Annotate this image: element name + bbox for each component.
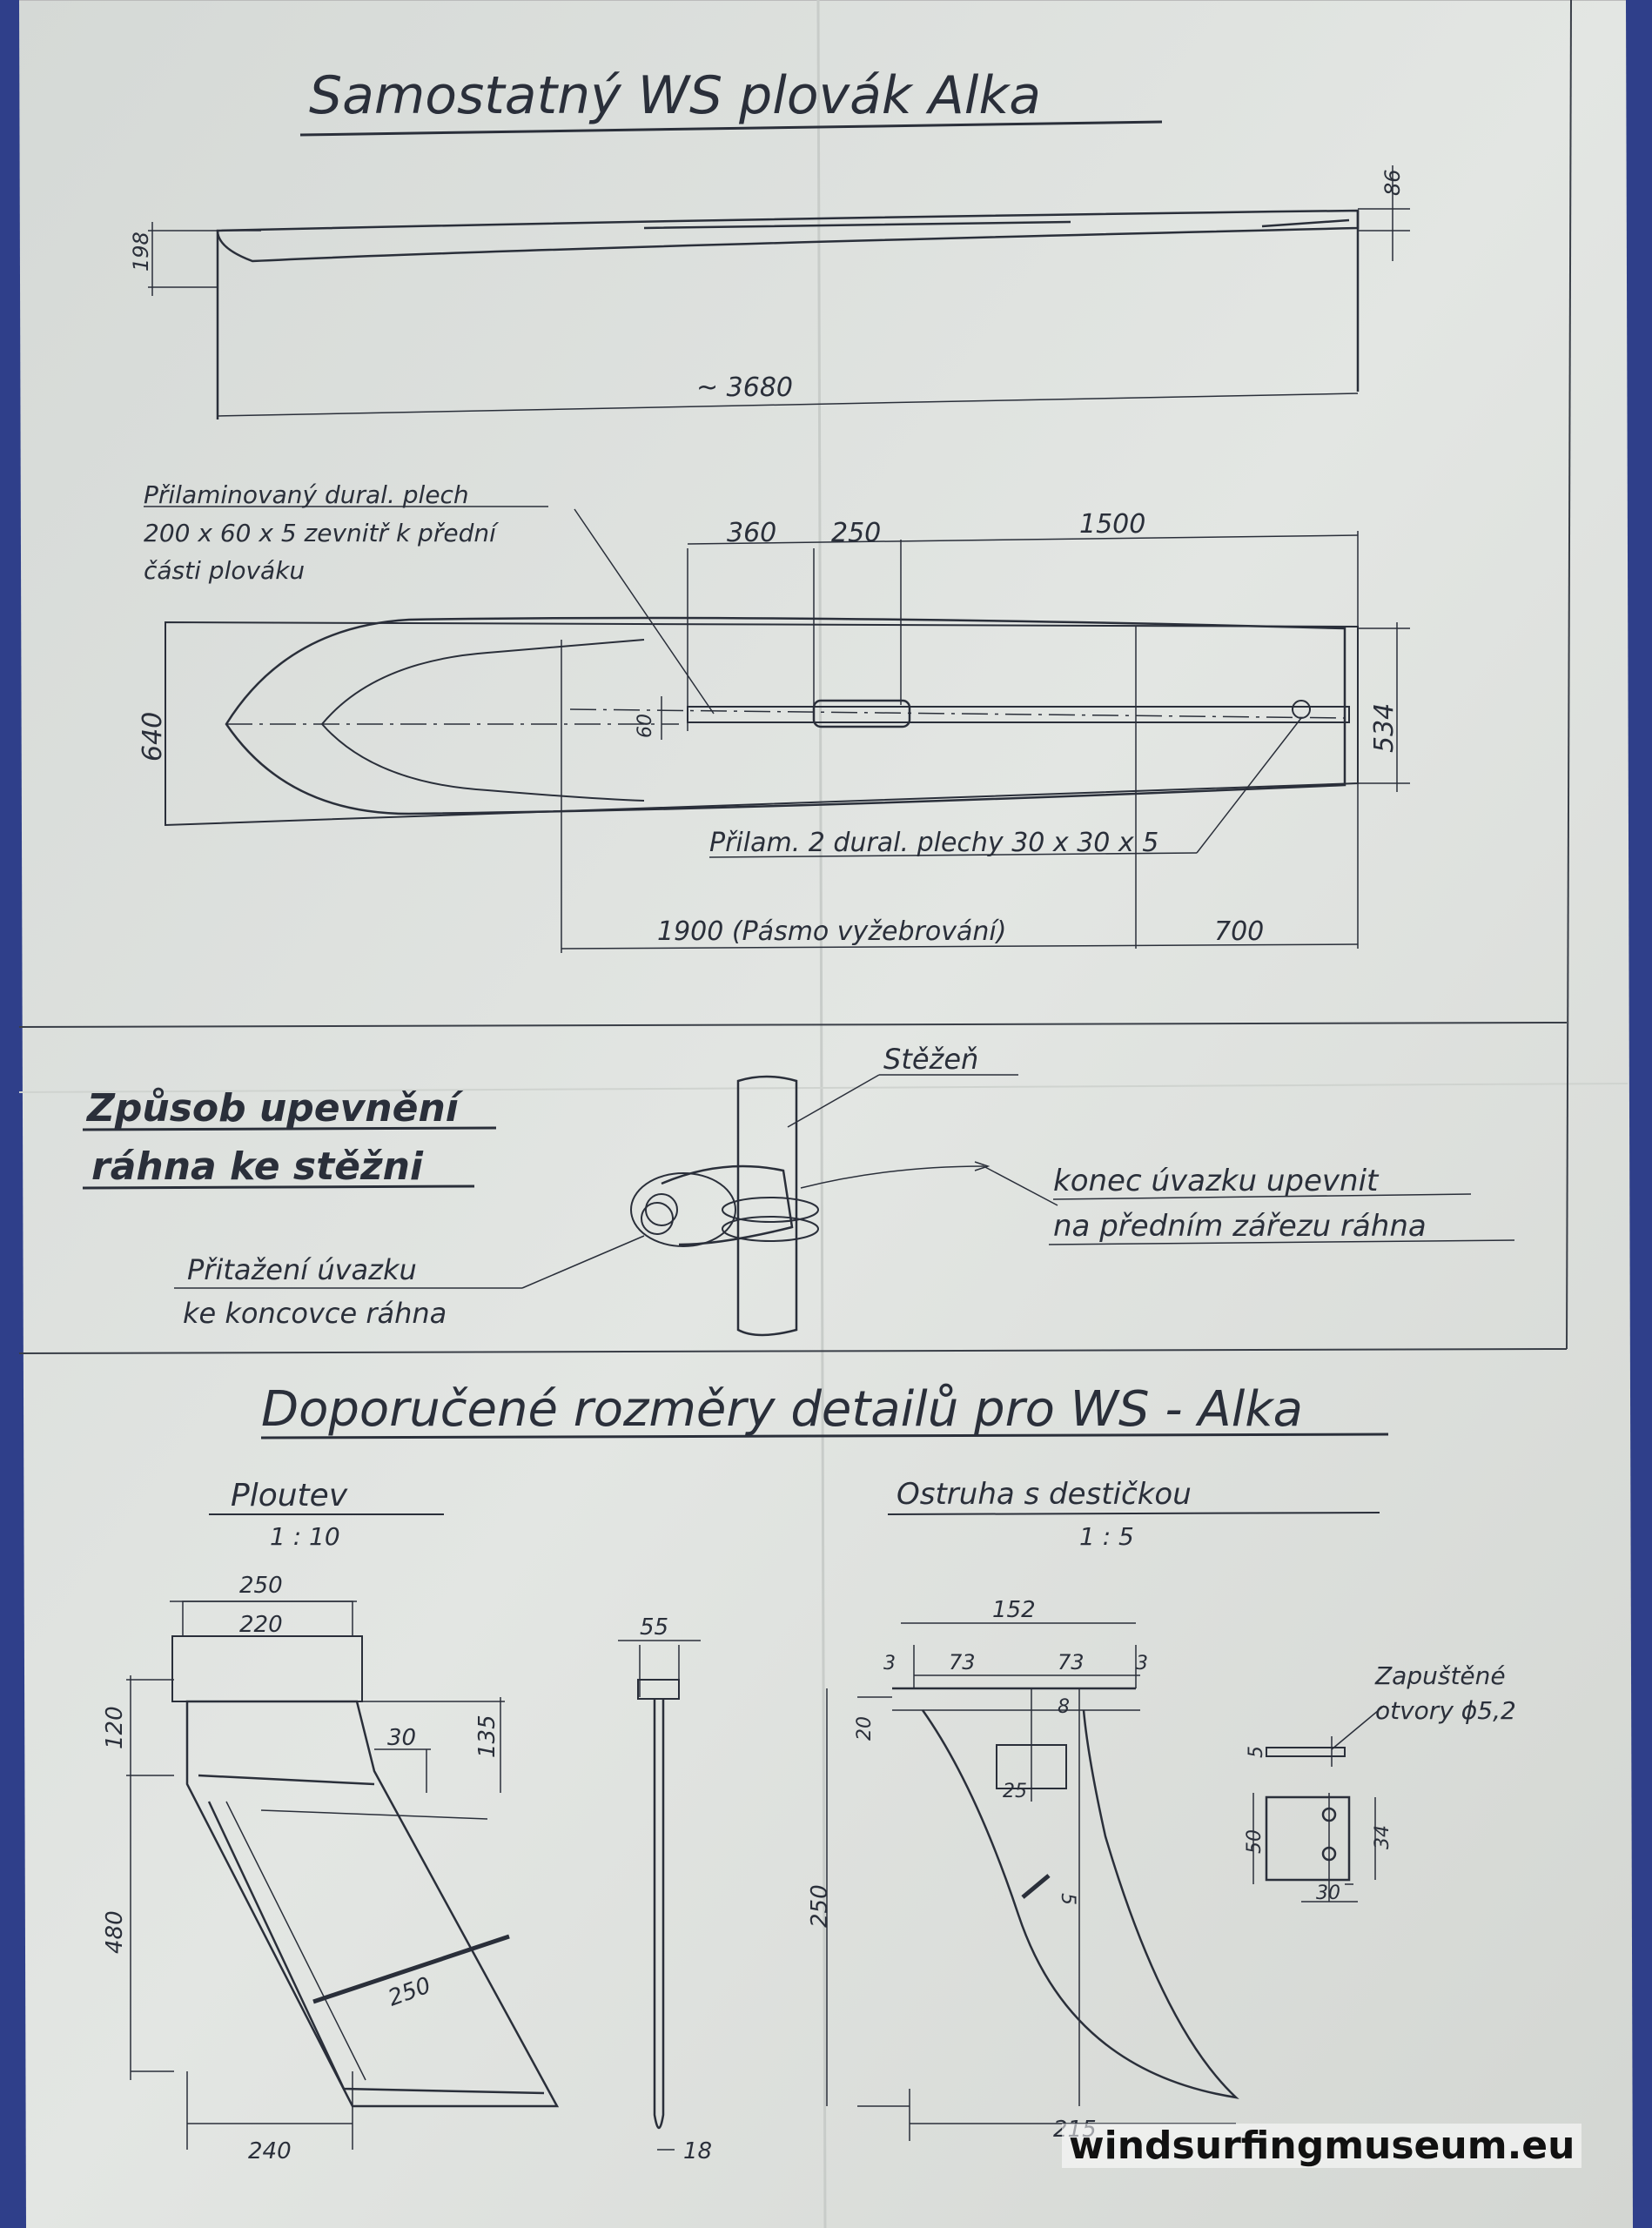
plan-tail-width-label: 534: [1369, 703, 1400, 753]
drawing-title: Samostatný WS plovák Alka: [309, 65, 1041, 126]
fin-title: Ploutev: [231, 1478, 348, 1513]
mount-title-line-1: Způsob upevnění: [85, 1086, 464, 1131]
mount-left-note-line-1: Přitažení úvazku: [187, 1253, 417, 1286]
holes-note-line-2: otvory ϕ5,2: [1375, 1696, 1516, 1725]
section-divider: [18, 1348, 1568, 1354]
fin-dim-240: 240: [248, 2138, 292, 2164]
skeg-dim-25: 25: [1003, 1781, 1027, 1802]
side-view-outline: [148, 165, 1410, 419]
skeg-dim-8: 8: [1058, 1696, 1070, 1718]
holes-note-line-1: Zapuštěné: [1374, 1661, 1506, 1690]
fin-dim-135: 135: [474, 1715, 500, 1758]
plan-view-outline: [165, 508, 1410, 953]
fin-dim-250: 250: [239, 1573, 283, 1599]
side-length-label: ~ 3680: [696, 372, 793, 403]
plate-dim-34: 34: [1372, 1825, 1393, 1849]
skeg-dim-73a: 73: [949, 1650, 976, 1674]
plates-note: Přilam. 2 dural. plechy 30 x 30 x 5: [709, 828, 1158, 858]
skeg-dim-20: 20: [854, 1716, 876, 1741]
mast-boom-sketch: [174, 1074, 1515, 1337]
skeg-dim-73b: 73: [1058, 1650, 1085, 1674]
plan-slot-label: 60: [635, 714, 656, 738]
plate-dim-50: 50: [1244, 1829, 1266, 1854]
paper: [19, 0, 1633, 2228]
plan-note-line-2: 200 x 60 x 5 zevnitř k přední: [144, 519, 500, 547]
mount-title-line-2: ráhna ke stěžni: [91, 1144, 424, 1189]
mast-label: Stěžeň: [883, 1043, 978, 1076]
plan-note-line-1: Přilaminovaný dural. plech: [144, 480, 469, 509]
side-tail-label: 86: [1380, 169, 1405, 196]
details-title: Doporučené rozměry detailů pro WS - Alka: [261, 1381, 1303, 1438]
dim-360: 360: [727, 518, 776, 548]
fin-scale: 1 : 10: [270, 1522, 340, 1551]
skeg-dim-3a: 3: [883, 1653, 896, 1674]
dim-1500: 1500: [1079, 509, 1145, 540]
skeg-dim-250: 250: [807, 1884, 833, 1928]
skeg-scale: 1 : 5: [1079, 1522, 1134, 1551]
mount-left-note-line-2: ke koncovce ráhna: [183, 1297, 447, 1330]
fin-side-dim-18: 18: [683, 2138, 712, 2164]
fin-side-dim-55: 55: [640, 1614, 668, 1641]
skeg-dim-152: 152: [992, 1597, 1036, 1623]
fin-dim-120: 120: [102, 1706, 128, 1749]
plate-dim-5: 5: [1246, 1746, 1267, 1758]
dim-250: 250: [831, 518, 881, 548]
mount-right-note-line-1: konec úvazku upevnit: [1053, 1164, 1380, 1198]
skeg-dim-3b: 3: [1136, 1653, 1148, 1674]
dim-1900: 1900 (Pásmo vyžebrování): [657, 916, 1006, 947]
skeg-title: Ostruha s destičkou: [897, 1477, 1192, 1512]
plan-width-label: 640: [138, 712, 168, 762]
fin-dim-480: 480: [102, 1910, 128, 1954]
fin-dim-220: 220: [239, 1612, 283, 1638]
fin-drawing: [126, 1601, 560, 2150]
plan-note-line-3: části plováku: [144, 556, 305, 585]
fin-side-drawing: [618, 1640, 701, 2151]
plate-dim-30: 30: [1316, 1882, 1340, 1904]
skeg-plate-drawing: [1252, 1705, 1385, 1903]
watermark: windsurfingmuseum.eu: [1062, 2124, 1582, 2168]
dim-700: 700: [1214, 916, 1264, 947]
section-divider: [18, 1022, 1568, 1028]
skeg-dim-5: 5: [1057, 1893, 1078, 1905]
side-height-label: 198: [129, 232, 153, 272]
mount-right-note-line-2: na předním zářezu ráhna: [1053, 1209, 1427, 1244]
fin-dim-30: 30: [387, 1725, 416, 1751]
